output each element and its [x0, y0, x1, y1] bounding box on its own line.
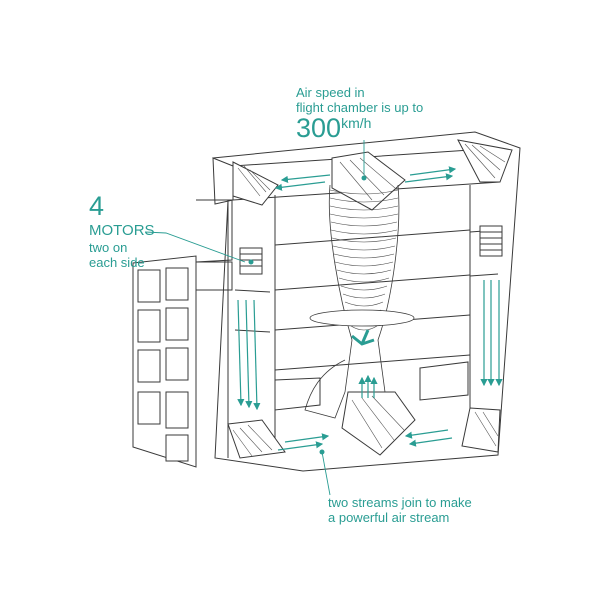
return-ducts [227, 139, 513, 459]
side-building [132, 255, 197, 468]
motors-note: two on each side [89, 240, 155, 271]
building-windows [137, 267, 189, 462]
speed-value: 300km/h [296, 113, 371, 144]
motors-annotation: 4 MOTORS two on each side [89, 191, 155, 271]
speed-number: 300 [296, 113, 342, 143]
speed-unit: km/h [341, 115, 372, 131]
speed-label-line1: Air speed in [296, 85, 365, 100]
streams-label-line2: a powerful air stream [328, 509, 450, 525]
motors-count: 4 [89, 191, 105, 221]
vertical-flight-chamber [304, 184, 415, 419]
leader-lines [144, 140, 365, 496]
speed-annotation: Air speed in flight chamber is up to [296, 85, 424, 116]
leader-dots [248, 175, 367, 455]
streams-label-line1: two streams join to make [328, 495, 472, 510]
speed-label-line2: flight chamber is up to [296, 99, 424, 115]
airflow-arrows [237, 166, 503, 451]
motor-right [479, 225, 503, 257]
skydiver-figure [351, 329, 375, 346]
motors-title: MOTORS [89, 222, 155, 240]
motors-note-line1: two on [89, 240, 128, 256]
motors-note-line2: each side [89, 255, 145, 271]
streams-annotation: two streams join to make a powerful air … [328, 495, 472, 526]
